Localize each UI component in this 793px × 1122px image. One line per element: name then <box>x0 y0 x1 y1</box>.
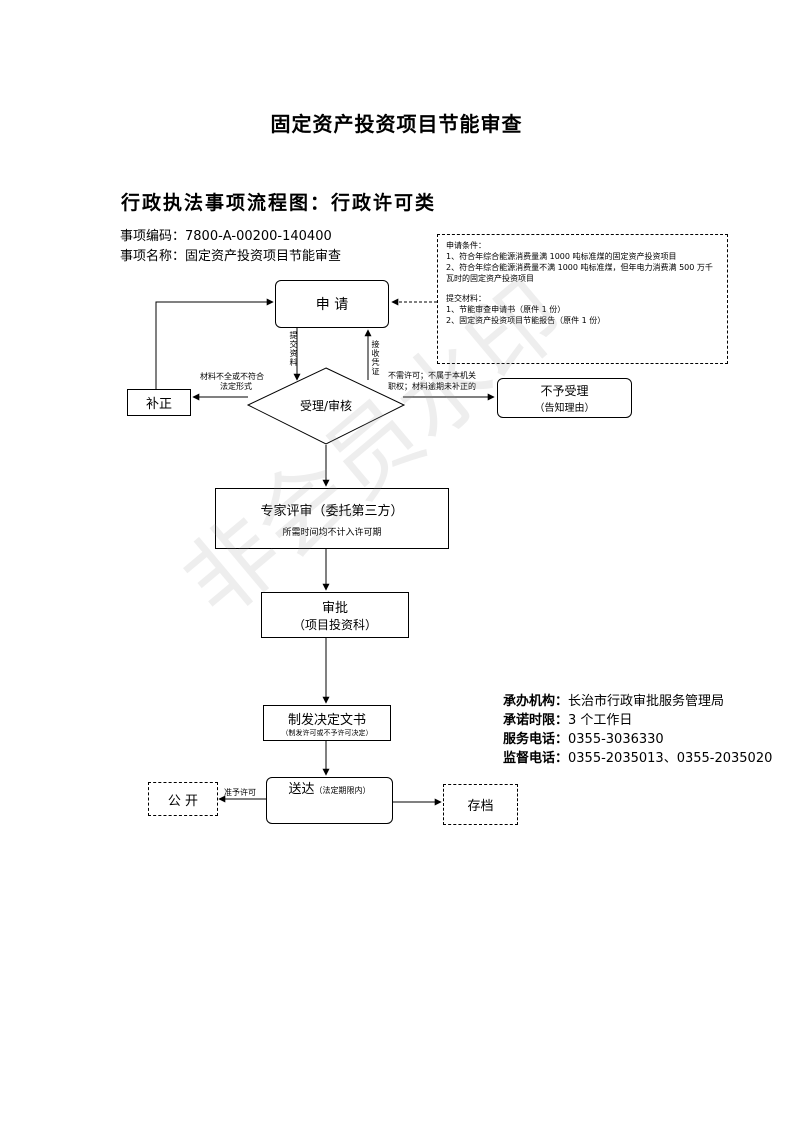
phone-label: 服务电话： <box>503 732 569 747</box>
supplement-box: 补正 <box>127 389 191 416</box>
archive-label: 存档 <box>467 799 494 814</box>
deliver-title: 送达 <box>288 782 315 797</box>
reject-condition-1: 不需许可；不属于本机关 <box>388 371 476 380</box>
conditions-title: 申请条件： <box>446 241 486 250</box>
org-value: 长治市行政审批服务管理局 <box>568 694 725 709</box>
publicize-condition: 准予许可 <box>224 788 256 797</box>
approve-title: 审批 <box>321 601 348 616</box>
reject-condition-2: 职权；材料逾期未补正的 <box>388 382 476 391</box>
condition-1: 1、符合年综合能源消费量满 1000 吨标准煤的固定资产投资项目 <box>446 252 677 261</box>
apply-label: 申 请 <box>315 297 349 313</box>
accept-diamond <box>246 367 406 445</box>
supervise-value: 0355-2035013、0355-2035020 <box>568 751 773 766</box>
deliver-sub: （法定期限内） <box>314 786 371 795</box>
supplement-condition-2: 法定形式 <box>220 382 252 391</box>
decision-box: 制发决定文书 （制发许可或不予许可决定） <box>263 705 391 741</box>
apply-box: 申 请 <box>275 280 389 328</box>
approve-sub: （项目投资科） <box>292 618 377 632</box>
approve-box: 审批 （项目投资科） <box>261 592 409 638</box>
reject-title: 不予受理 <box>540 384 589 398</box>
deliver-box: 送达 （法定期限内） <box>266 777 393 824</box>
decision-title: 制发决定文书 <box>287 712 366 728</box>
time-value: 3 个工作日 <box>568 713 633 728</box>
supplement-label: 补正 <box>145 397 172 412</box>
item-name: 事项名称：固定资产投资项目节能审查 <box>120 249 342 264</box>
reject-sub: （告知理由） <box>534 403 595 414</box>
supplement-condition-1: 材料不全或不符合 <box>200 372 264 381</box>
materials-title: 提交材料： <box>446 294 486 303</box>
application-notes: 申请条件： 1、符合年综合能源消费量满 1000 吨标准煤的固定资产投资项目 2… <box>437 234 728 364</box>
info-supervise: 监督电话：0355-2035013、0355-2035020 <box>503 747 772 766</box>
flowchart-subtitle: 行政执法事项流程图：行政许可类 <box>121 192 437 214</box>
supervise-label: 监督电话： <box>503 751 569 766</box>
expert-review-box: 专家评审（委托第三方） 所需时间均不计入许可期 <box>215 488 449 549</box>
decision-sub: （制发许可或不予许可决定） <box>281 728 373 737</box>
info-time: 承诺时限：3 个工作日 <box>503 709 632 728</box>
expert-title: 专家评审（委托第三方） <box>260 503 404 519</box>
expert-sub: 所需时间均不计入许可期 <box>282 527 382 538</box>
submit-label: 提交资料 <box>289 331 298 367</box>
org-label: 承办机构： <box>503 694 569 709</box>
condition-2: 2、符合年综合能源消费量不满 1000 吨标准煤，但年电力消费满 500 万千瓦… <box>446 263 713 283</box>
accept-label: 受理/审核 <box>299 399 353 413</box>
reject-box: 不予受理 （告知理由） <box>497 378 632 418</box>
page-title: 固定资产投资项目节能审查 <box>270 112 523 136</box>
item-code: 事项编码：7800-A-00200-140400 <box>120 229 332 244</box>
publicize-box: 公 开 <box>148 782 218 816</box>
phone-value: 0355-3036330 <box>568 732 664 747</box>
info-org: 承办机构：长治市行政审批服务管理局 <box>503 690 724 709</box>
receive-label: 接收凭证 <box>371 340 380 376</box>
publicize-label: 公 开 <box>167 793 199 809</box>
archive-box: 存档 <box>443 784 518 825</box>
material-1: 1、节能审查申请书（原件 1 份） <box>446 305 566 314</box>
time-label: 承诺时限： <box>503 713 569 728</box>
info-phone: 服务电话：0355-3036330 <box>503 728 664 747</box>
material-2: 2、固定资产投资项目节能报告（原件 1 份） <box>446 316 606 325</box>
